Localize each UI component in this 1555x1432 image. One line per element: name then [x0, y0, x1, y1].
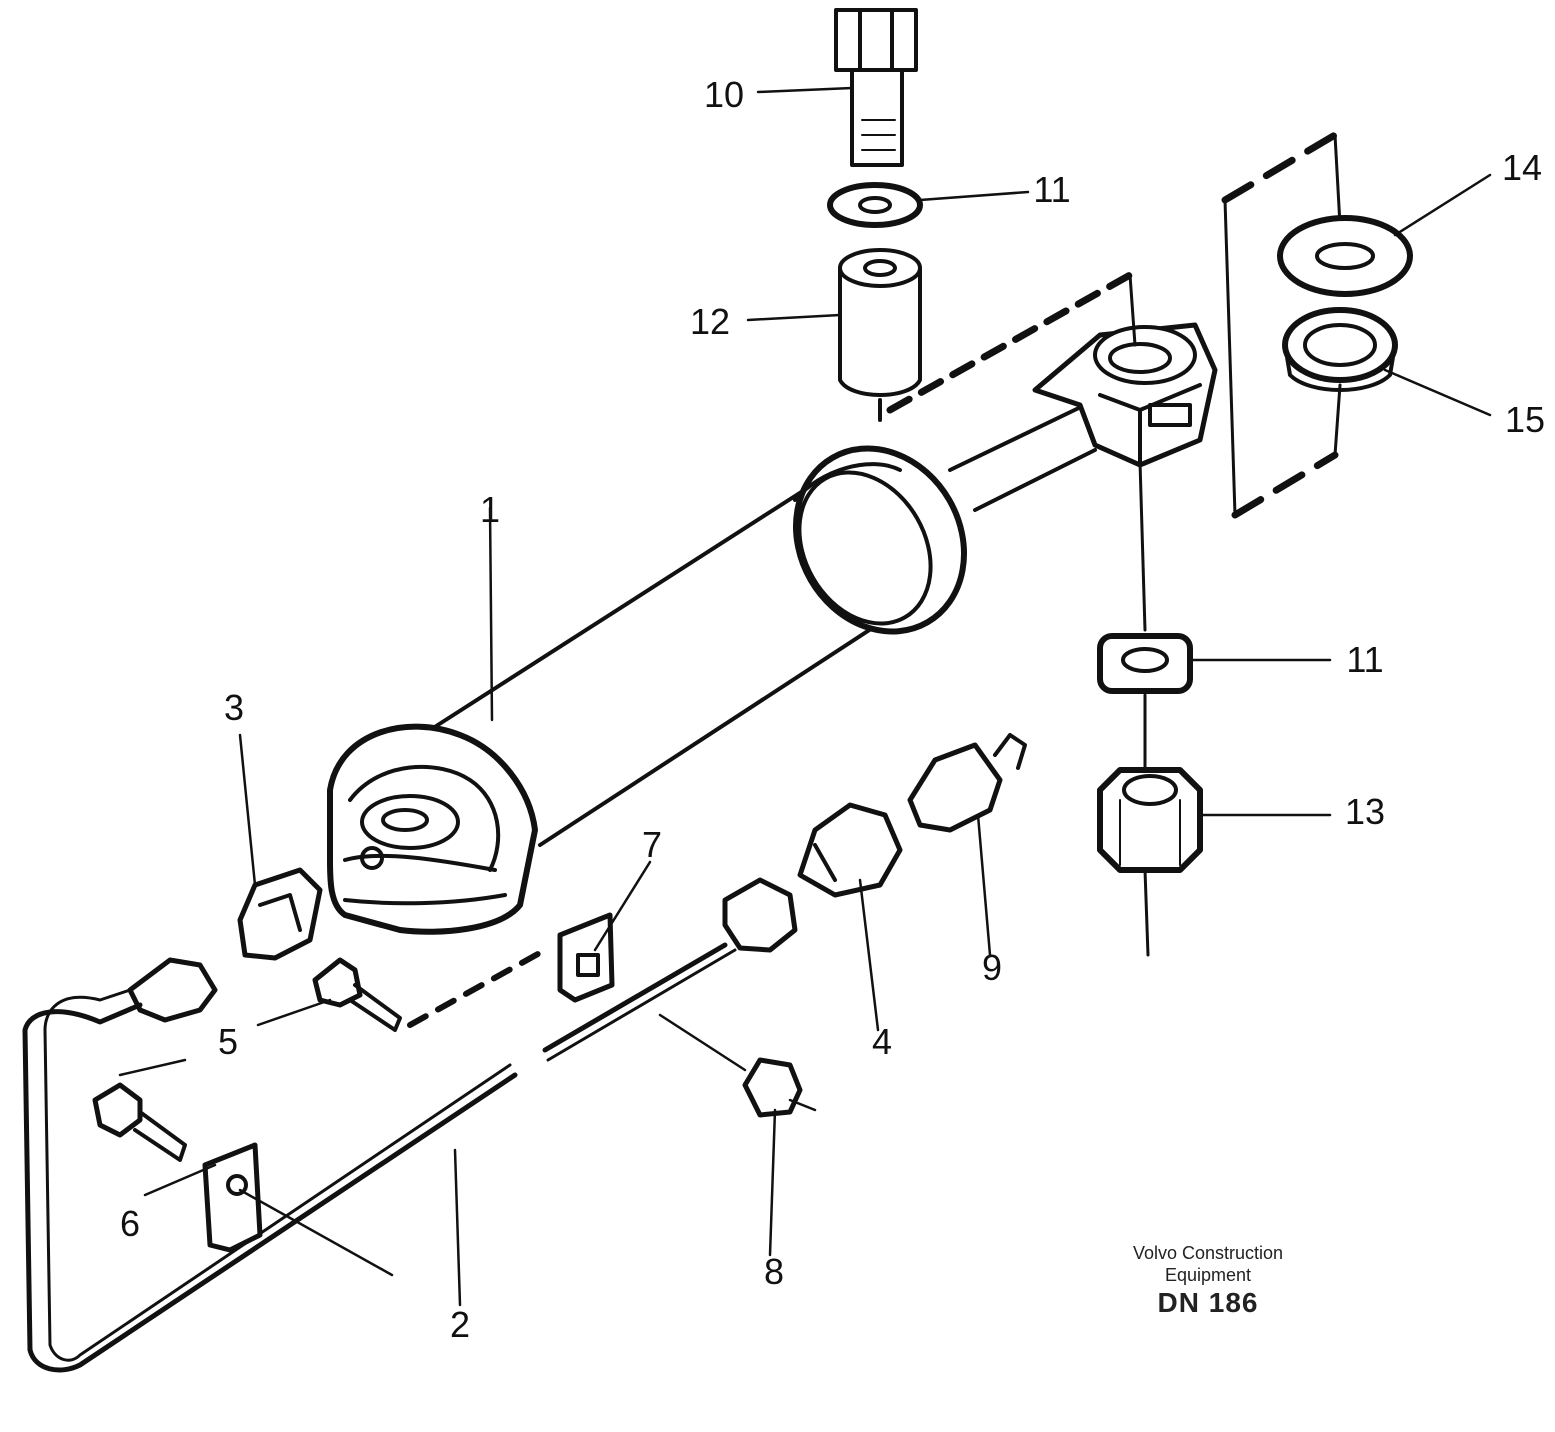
assembly-line-bottom-right — [1138, 460, 1150, 957]
assembly-frame-right-sides — [1223, 133, 1342, 517]
callout-11-bottom: 11 — [1346, 639, 1384, 680]
callout-6: 6 — [119, 1203, 141, 1244]
callout-5: 5 — [217, 1021, 239, 1062]
callout-13: 13 — [1344, 791, 1386, 832]
pipe-clamp — [202, 1142, 263, 1253]
washer-11-bottom — [1097, 633, 1193, 694]
assembly-line-rod-to-bolt — [1128, 273, 1137, 347]
credit-division: Equipment — [1164, 1265, 1252, 1285]
callout-3: 3 — [223, 687, 245, 728]
callout-8: 8 — [763, 1251, 785, 1292]
hydraulic-pipe-2 — [22, 877, 798, 1373]
callout-15: 15 — [1504, 399, 1546, 440]
callout-9: 9 — [981, 947, 1003, 988]
clamp-bracket-7 — [557, 912, 615, 1003]
leader-lines — [118, 86, 1492, 1307]
washer-11-top — [827, 182, 923, 228]
bearing-15 — [1282, 307, 1398, 392]
bolt-5 — [312, 957, 402, 1032]
assembly-line-top — [886, 271, 1134, 414]
cylinder-base — [327, 723, 538, 935]
callout-11-top: 11 — [1033, 169, 1071, 210]
callout-12: 12 — [689, 301, 731, 342]
callout-1: 1 — [479, 489, 501, 530]
piston-rod — [948, 403, 1097, 512]
callout-14: 14 — [1501, 147, 1543, 188]
washer-14 — [1277, 215, 1413, 297]
callout-10: 10 — [703, 74, 745, 115]
callout-7: 7 — [641, 824, 663, 865]
callout-4: 4 — [871, 1021, 893, 1062]
assembly-line-bracket — [407, 947, 548, 1028]
cylinder-tube — [428, 445, 968, 847]
union-nut-4 — [797, 802, 903, 898]
bolt-10 — [834, 8, 918, 167]
nut-13 — [1097, 767, 1203, 873]
credit-company: Volvo Construction — [1132, 1243, 1284, 1263]
rod-eye — [1032, 322, 1218, 468]
nut-8 — [742, 1057, 803, 1118]
adapter-3 — [237, 867, 323, 961]
bolt-6 — [92, 1082, 187, 1162]
drawing-reference: DN 186 — [1157, 1287, 1259, 1318]
assembly-frame-right — [1221, 131, 1339, 519]
callout-2: 2 — [449, 1304, 471, 1345]
bushing-12 — [838, 248, 922, 422]
fitting-9 — [907, 733, 1027, 833]
credit-block: Volvo Construction Equipment DN 186 — [1133, 1242, 1283, 1320]
